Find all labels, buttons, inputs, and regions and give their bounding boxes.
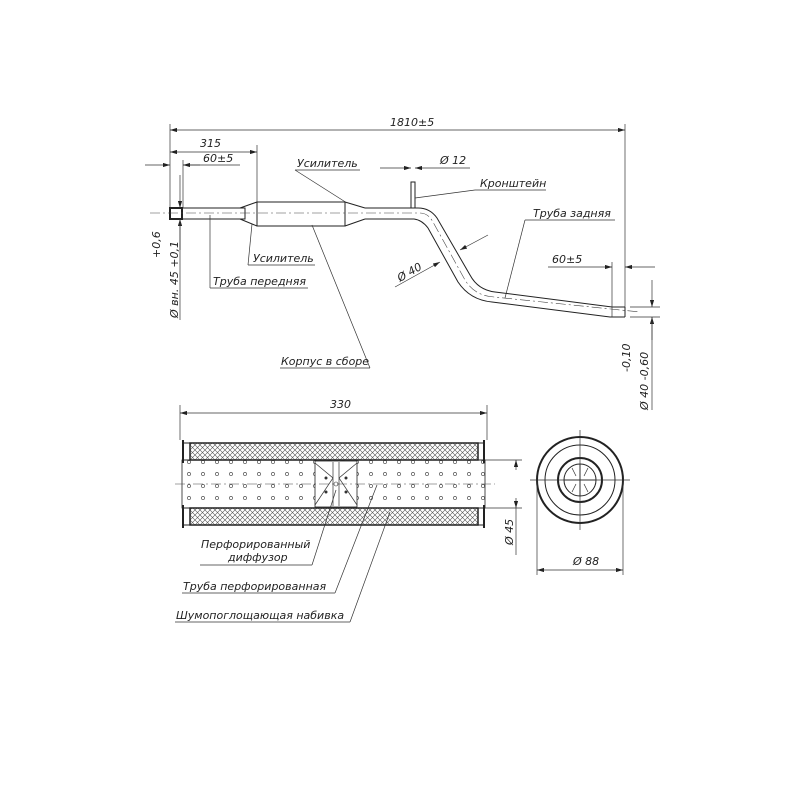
- outlet-tolerance-upper: -0,10: [620, 344, 633, 372]
- overall-length-label: 1810±5: [390, 116, 434, 129]
- packing-label: Шумопоглощающая набивка: [176, 609, 344, 622]
- inlet-diameter-label: Ø вн. 45 +0,1: [168, 241, 181, 319]
- inlet-tolerance-upper: +0,6: [150, 231, 163, 258]
- end-view: [530, 430, 630, 530]
- reinforcer-top-label: Усилитель: [297, 157, 358, 170]
- diffuser-label-line1: Перфорированный: [201, 538, 310, 551]
- bracket: [410, 181, 416, 209]
- reinforcer-bottom-label: Усилитель: [253, 252, 314, 265]
- bracket-diameter-label: Ø 12: [439, 154, 466, 167]
- front-pipe-label: Труба передняя: [213, 275, 306, 288]
- sound-absorbing-packing-bottom: [189, 507, 479, 526]
- muffler-housing: [256, 201, 346, 227]
- outlet-diameter-label: Ø 40 -0,60: [638, 352, 651, 411]
- section-view: 330 Ø 45: [175, 398, 630, 623]
- pipe-diameter-label: Ø 40: [394, 260, 424, 285]
- top-view: 1810±5 315 60±5 Ø 12 Усилитель К: [145, 116, 660, 411]
- sound-absorbing-packing-top: [189, 442, 479, 461]
- outer-diameter-label: Ø 88: [572, 555, 599, 568]
- diffuser-label-line2: диффузор: [227, 551, 288, 564]
- perforated-pipe-label: Труба перфорированная: [183, 580, 327, 593]
- bracket-label: Кронштейн: [480, 177, 546, 190]
- section-length-label: 330: [330, 398, 351, 411]
- front-insert-label: 60±5: [203, 152, 233, 165]
- rear-insert-label: 60±5: [552, 253, 582, 266]
- rear-pipe-label: Труба задняя: [533, 207, 611, 220]
- inner-diameter-label: Ø 45: [503, 519, 516, 546]
- front-length-label: 315: [200, 137, 221, 150]
- housing-label: Корпус в сборе: [281, 355, 369, 368]
